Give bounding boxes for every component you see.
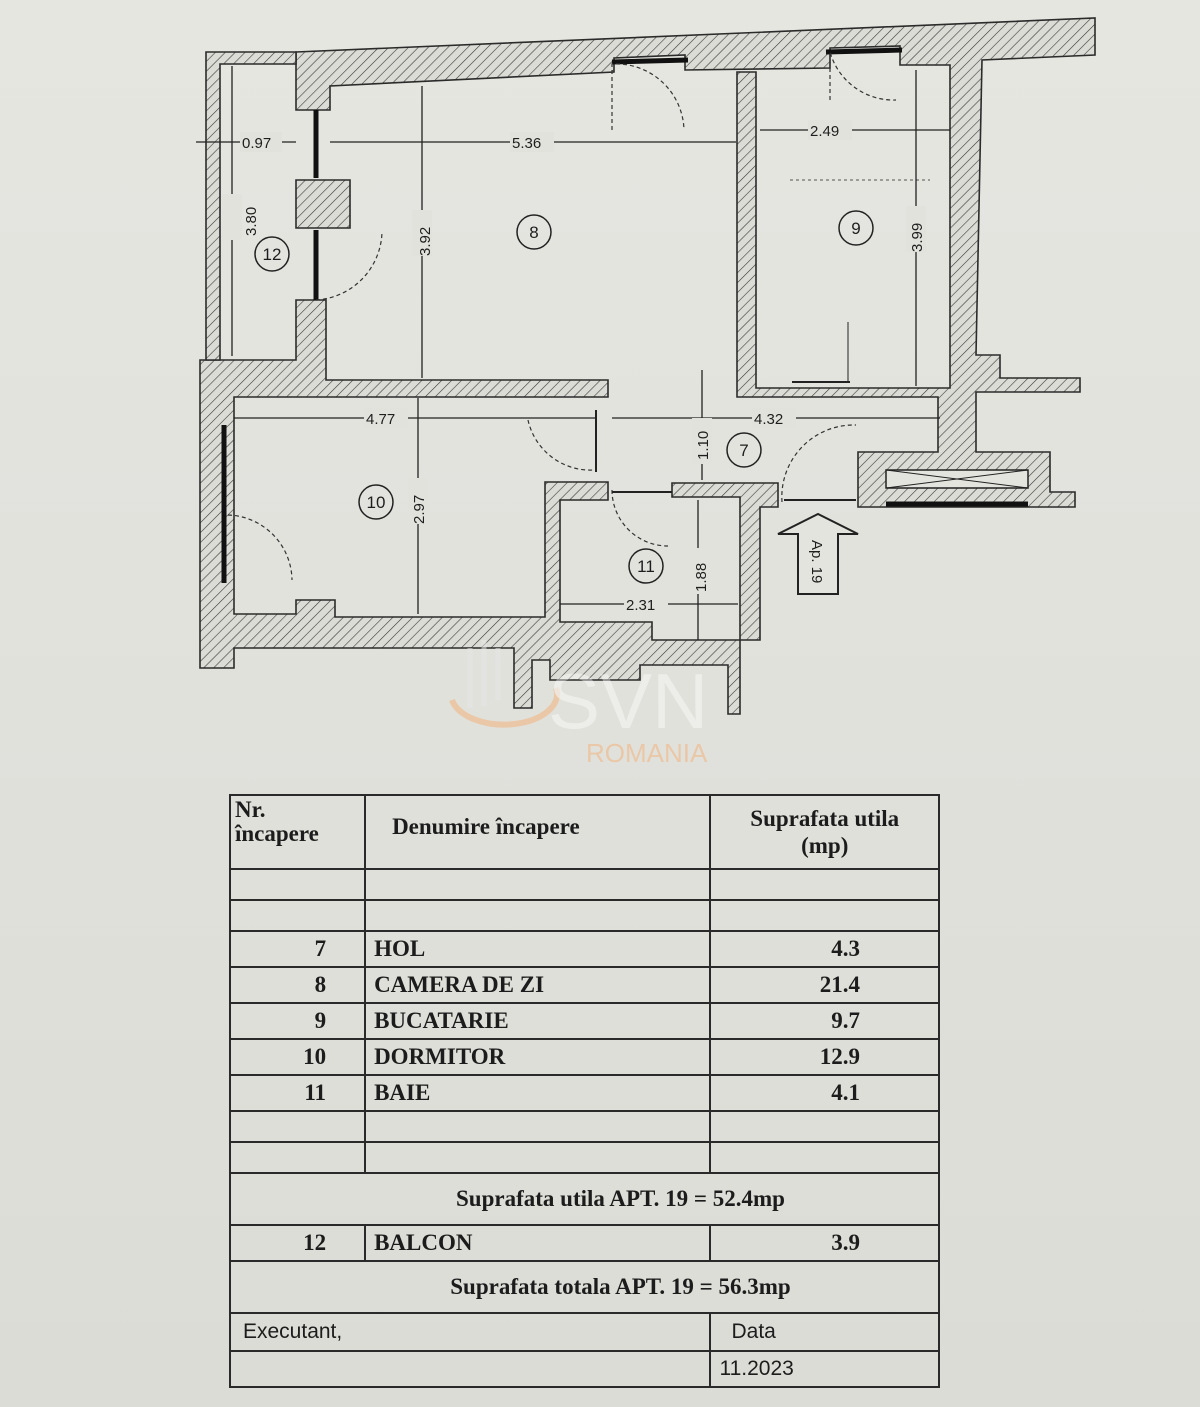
wall-balcony [205, 51, 297, 361]
room-number-hall: 7 [739, 441, 748, 460]
watermark: SVN ROMANIA [449, 640, 708, 768]
shaft [885, 469, 1029, 489]
header-area: Suprafata utila(mp) [709, 794, 940, 870]
row-area: 4.1 [709, 1074, 940, 1112]
row-area: 21.4 [709, 966, 940, 1004]
table-row: 7 HOL 4.3 [228, 930, 940, 968]
doors [595, 322, 856, 501]
table-row: 10 DORMITOR 12.9 [228, 1038, 940, 1076]
room-markers: 12 8 9 7 10 11 [254, 210, 874, 584]
dim-bath-width: 2.31 [626, 597, 655, 614]
grand-total-row: Suprafata totala APT. 19 = 56.3mp [229, 1260, 940, 1314]
dim-bath-length: 1.88 [693, 563, 710, 592]
row-nr: 11 [228, 1074, 367, 1112]
watermark-brand: SVN [548, 657, 708, 745]
row-area: 4.3 [709, 930, 940, 968]
floor-plan: 0.97 5.36 2.49 4.77 4.32 2.31 3.80 3.92 … [196, 17, 1096, 768]
table-row: 9 BUCATARIE 9.7 [228, 1002, 940, 1040]
room-number-living: 8 [529, 223, 538, 242]
footer-row: Executant, Data [228, 1312, 940, 1352]
dim-kitchen-width: 2.49 [810, 123, 839, 140]
row-area: 12.9 [709, 1038, 940, 1076]
table-row-empty [228, 1141, 940, 1174]
dim-living-width: 5.36 [512, 135, 541, 152]
row-nr: 12 [228, 1224, 367, 1262]
dimension-labels: 0.97 5.36 2.49 4.77 4.32 2.31 3.80 3.92 … [222, 120, 926, 614]
windows [221, 47, 1028, 583]
table-row-empty [228, 899, 940, 932]
dim-living-length: 3.92 [417, 227, 434, 256]
table-row: 8 CAMERA DE ZI 21.4 [228, 966, 940, 1004]
row-name: CAMERA DE ZI [364, 966, 712, 1004]
dim-hall-width: 4.32 [754, 411, 783, 428]
dim-kitchen-length: 3.99 [909, 223, 926, 252]
row-nr: 9 [228, 1002, 367, 1040]
room-number-kitchen: 9 [851, 219, 860, 238]
dim-balcony-length: 3.80 [243, 207, 260, 236]
dim-bedroom-width: 4.77 [366, 411, 395, 428]
wall-top [295, 17, 1096, 508]
row-name: HOL [364, 930, 712, 968]
date-value: 11.2023 [709, 1350, 940, 1388]
area-table: Nr.încapere Denumire încapere Suprafata … [228, 794, 940, 1388]
table-row: 11 BAIE 4.1 [228, 1074, 940, 1112]
row-nr: 8 [228, 966, 367, 1004]
row-nr: 10 [228, 1038, 367, 1076]
watermark-sub: ROMANIA [586, 738, 708, 768]
row-area: 9.7 [709, 1002, 940, 1040]
row-area: 3.9 [709, 1224, 940, 1262]
footer-row-2: 11.2023 [228, 1350, 940, 1388]
row-name: DORMITOR [364, 1038, 712, 1076]
header-name: Denumire încapere [364, 794, 712, 870]
dim-hall-length: 1.10 [695, 431, 712, 460]
balcony-row: 12 BALCON 3.9 [228, 1224, 940, 1262]
table-row-empty [228, 1110, 940, 1143]
room-number-bedroom: 10 [367, 493, 386, 512]
useful-total: Suprafata utila APT. 19 = 52.4mp [229, 1172, 940, 1226]
walls [199, 17, 1096, 715]
table-header-row: Nr.încapere Denumire încapere Suprafata … [228, 794, 940, 870]
table-row-empty [228, 868, 940, 901]
executant-signature [228, 1350, 712, 1388]
entrance-label: Ap. 19 [808, 540, 825, 583]
door-swings [227, 51, 897, 581]
entrance-arrow: Ap. 19 [777, 512, 859, 595]
wall-left-living [295, 179, 351, 229]
wall-living-bottom [199, 299, 779, 715]
executant-label: Executant, [228, 1312, 712, 1352]
data-label: Data [709, 1312, 940, 1352]
row-name: BUCATARIE [364, 1002, 712, 1040]
row-name: BAIE [364, 1074, 712, 1112]
header-nr: Nr.încapere [228, 794, 367, 870]
dim-balcony-width: 0.97 [242, 135, 271, 152]
grand-total: Suprafata totala APT. 19 = 56.3mp [229, 1260, 940, 1314]
useful-total-row: Suprafata utila APT. 19 = 52.4mp [229, 1172, 940, 1226]
dim-bedroom-length: 2.97 [411, 495, 428, 524]
row-nr: 7 [228, 930, 367, 968]
row-name: BALCON [364, 1224, 712, 1262]
room-number-balcony: 12 [263, 245, 282, 264]
room-number-bath: 11 [637, 557, 655, 576]
